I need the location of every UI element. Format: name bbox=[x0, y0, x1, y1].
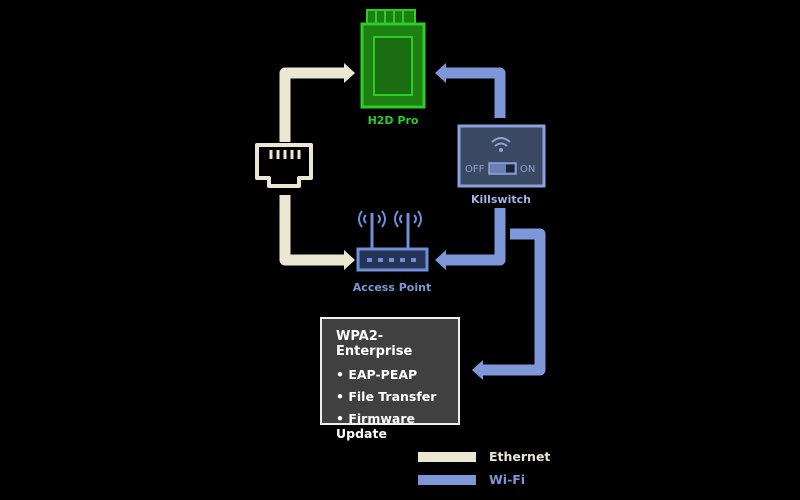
access-point-label: Access Point bbox=[352, 281, 432, 294]
wifi-arrowhead-info-box bbox=[472, 360, 483, 380]
legend-ethernet-label: Ethernet bbox=[489, 449, 551, 464]
toggle-switch-icon bbox=[488, 162, 517, 175]
switch-on-label: ON bbox=[520, 164, 536, 175]
h2d-printer-icon bbox=[360, 9, 426, 109]
legend-wifi-swatch bbox=[418, 475, 476, 485]
switch-off-label: OFF bbox=[465, 164, 485, 175]
ethernet-arrowhead-printer bbox=[344, 63, 355, 83]
wpa2-enterprise-box: WPA2-Enterprise EAP-PEAP File Transfer F… bbox=[320, 317, 460, 441]
legend-ethernet-swatch bbox=[418, 452, 476, 462]
ethernet-line-to-access-point bbox=[279, 195, 345, 266]
legend-wifi-label: Wi-Fi bbox=[489, 472, 526, 487]
wifi-line-to-access-point bbox=[445, 208, 506, 266]
killswitch-icon bbox=[457, 124, 546, 188]
router-icon bbox=[356, 210, 429, 272]
info-box-item: File Transfer bbox=[336, 389, 458, 404]
info-box-list: EAP-PEAP File Transfer Firmware Update bbox=[336, 367, 458, 441]
ethernet-port-icon bbox=[255, 143, 313, 188]
ethernet-line-to-printer bbox=[279, 67, 345, 142]
wifi-line-to-printer bbox=[445, 67, 506, 118]
ethernet-arrowhead-access-point bbox=[344, 250, 355, 270]
wifi-arrowhead-printer bbox=[435, 63, 446, 83]
wifi-line-to-info-box bbox=[482, 228, 546, 376]
info-box-item: Firmware Update bbox=[336, 411, 458, 441]
killswitch-label: Killswitch bbox=[471, 193, 531, 206]
h2d-pro-label: H2D Pro bbox=[367, 114, 419, 127]
wifi-icon bbox=[491, 137, 511, 152]
info-box-item: EAP-PEAP bbox=[336, 367, 458, 382]
wifi-arrowhead-access-point bbox=[435, 250, 446, 270]
info-box-title: WPA2-Enterprise bbox=[336, 329, 413, 359]
